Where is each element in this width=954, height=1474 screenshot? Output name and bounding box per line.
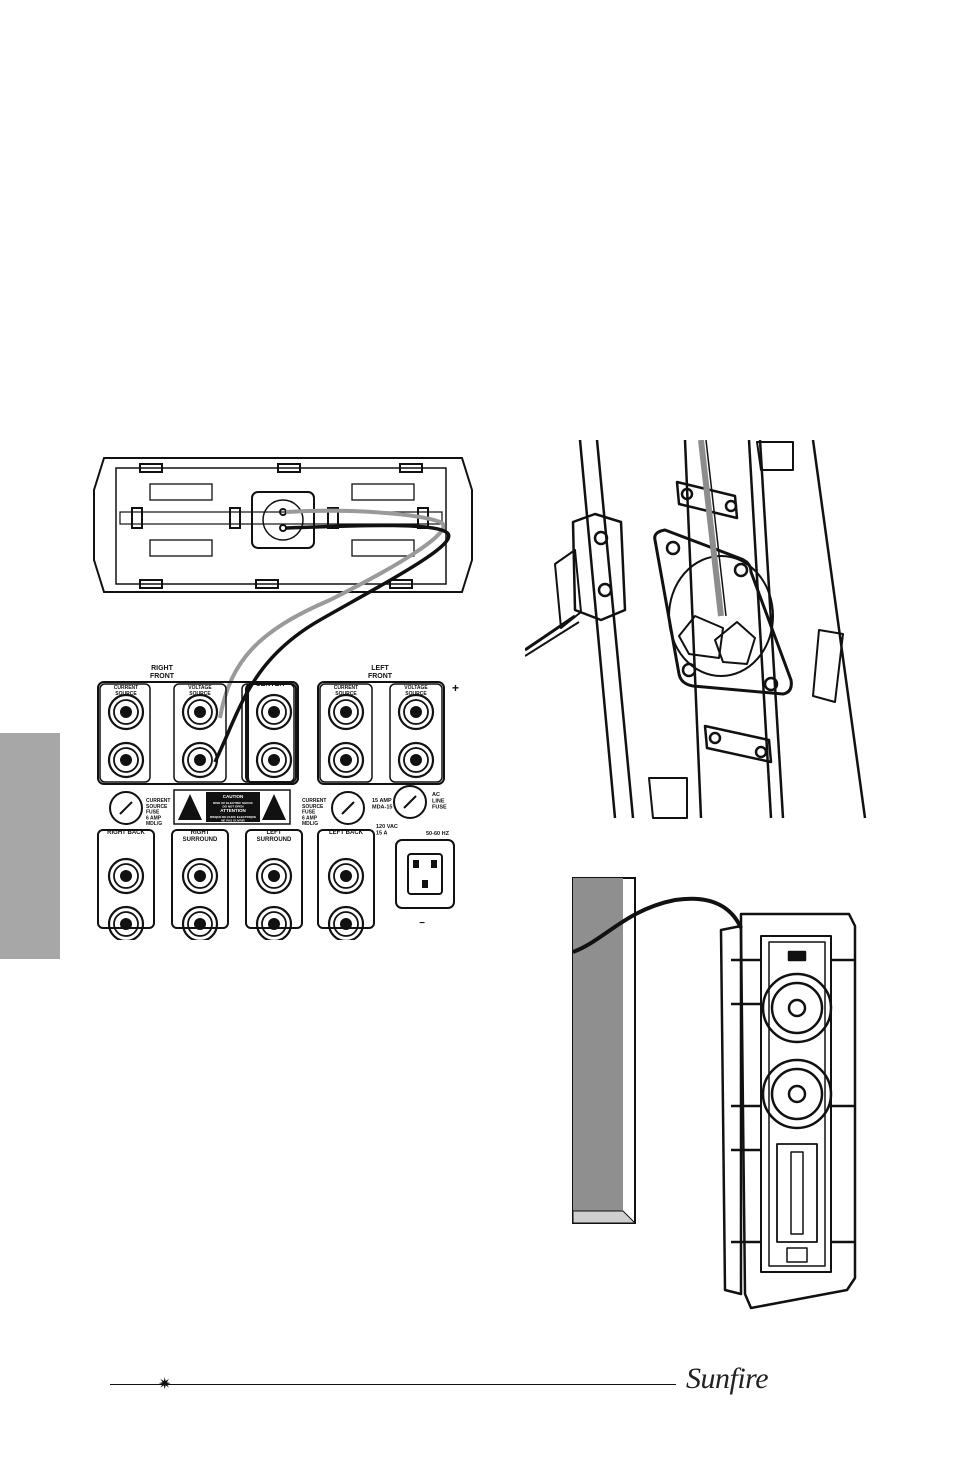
section-tab — [0, 733, 60, 959]
binding-post — [327, 693, 365, 731]
speaker-cable — [698, 440, 724, 617]
label-center: CENTER — [256, 681, 285, 688]
attention-title: ATTENTION — [220, 808, 245, 813]
warning-label — [173, 789, 291, 825]
binding-post — [181, 905, 219, 940]
speaker-wire — [572, 896, 743, 954]
positive-wire — [218, 508, 446, 719]
binding-post — [107, 905, 145, 940]
binding-post — [255, 693, 293, 731]
label-left-back: LEFT BACK — [329, 830, 364, 836]
binding-post — [327, 857, 365, 895]
wall-bracket-illustration — [525, 440, 867, 819]
binding-post — [255, 857, 293, 895]
binding-post — [181, 857, 219, 895]
label-frequency: 50-60 HZ — [426, 831, 450, 837]
footer-rule — [110, 1384, 676, 1385]
brand-logo: Sunfire — [686, 1362, 769, 1395]
binding-post — [107, 693, 145, 731]
binding-post — [107, 741, 145, 779]
binding-post — [397, 741, 435, 779]
current-fuse-right — [331, 791, 365, 825]
binding-post — [181, 693, 219, 731]
minus-symbol: − — [419, 918, 425, 929]
plus-symbol: + — [452, 681, 459, 695]
binding-post — [327, 741, 365, 779]
footer-star-icon: ✷ — [158, 1376, 172, 1393]
binding-post — [181, 741, 219, 779]
in-wall-speaker-illustration — [572, 877, 857, 1310]
negative-wire — [213, 523, 451, 763]
binding-post — [255, 905, 293, 940]
group-left-front — [317, 681, 445, 785]
main-fuse — [393, 785, 427, 819]
binding-post — [327, 905, 365, 940]
caution-title: CAUTION — [223, 794, 244, 799]
binding-post — [397, 693, 435, 731]
ac-inlet — [395, 839, 455, 909]
group-center — [247, 681, 299, 785]
group-right-front — [97, 681, 299, 785]
binding-post — [255, 741, 293, 779]
speaker-back-view — [93, 457, 473, 593]
label-right-back: RIGHT BACK — [107, 830, 145, 836]
binding-post — [107, 857, 145, 895]
current-fuse-left — [109, 791, 143, 825]
